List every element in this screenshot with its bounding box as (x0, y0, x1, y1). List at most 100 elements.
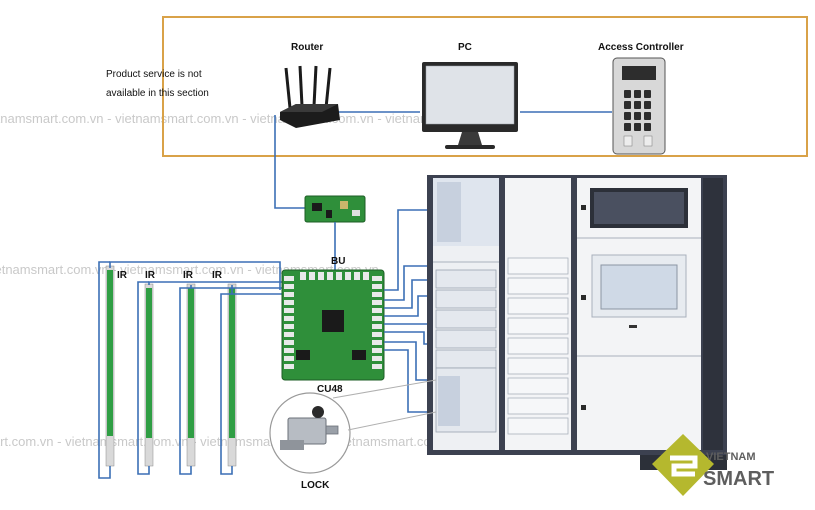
cu-connector (284, 276, 294, 281)
pc-monitor-icon (422, 62, 518, 149)
cu-connector (284, 324, 294, 329)
locker-door (507, 377, 569, 395)
locker-door (507, 297, 569, 315)
cu-connector (372, 300, 382, 305)
keypad-key (634, 123, 641, 131)
locker-door (507, 257, 569, 275)
bu-board (304, 195, 366, 223)
keypad-key (644, 101, 651, 109)
cu-connector (284, 308, 294, 313)
cu-connector (372, 316, 382, 321)
keypad-key (624, 123, 631, 131)
cu-connector (354, 272, 360, 280)
keypad-key (644, 112, 651, 120)
cu-connector (363, 272, 369, 280)
lock-leader-line (347, 411, 437, 431)
keypad-card-slot (643, 135, 653, 147)
cu48-connectors (284, 272, 382, 369)
keypad-key (634, 101, 641, 109)
cu-connector (284, 340, 294, 345)
cu-connector (284, 300, 294, 305)
cu-connector (372, 332, 382, 337)
watermark-text: vietnamsmart.com.vn - vietnamsmart.com.v… (0, 111, 509, 126)
cu-connector (284, 348, 294, 353)
locker-doors (433, 205, 701, 435)
pc-label: PC (458, 42, 472, 53)
cu-connector (345, 272, 351, 280)
locker-drawer (435, 349, 497, 369)
notice-line-1: Product service is not (106, 69, 202, 80)
locker-drawer (435, 289, 497, 309)
cu-connector (327, 272, 333, 280)
ir-wires (98, 261, 282, 479)
cu-connector (372, 284, 382, 289)
locker-display-panel (590, 188, 688, 328)
keypad-key (624, 101, 631, 109)
logo-line-1: VIETNAM (706, 451, 756, 463)
router-icon (280, 65, 340, 128)
locker-drawer (435, 269, 497, 289)
bu-label: BU (331, 256, 345, 267)
ir-label: IR (117, 270, 128, 281)
cu-connector (284, 356, 294, 361)
ir-sensor-pcb (107, 270, 113, 436)
ir-sensor-pcb (188, 288, 194, 438)
cu-connector (372, 356, 382, 361)
network-section-frame (162, 16, 808, 157)
locker-drawer-interior (438, 376, 460, 426)
lock-leader-line (332, 379, 437, 399)
ir-label: IR (212, 270, 223, 281)
locker-door (507, 337, 569, 355)
ir-labels: IR IR IR IR (117, 270, 223, 281)
keypad-key (634, 112, 641, 120)
lock-icon (269, 392, 351, 474)
cu-connector (372, 348, 382, 353)
cu-connector (284, 292, 294, 297)
keypad-key (634, 90, 641, 98)
locker-drawer (435, 309, 497, 329)
cu-connector (300, 272, 306, 280)
locker-door (507, 397, 569, 415)
logo-line-2: SMART (703, 468, 774, 490)
cu48-label: CU48 (317, 384, 343, 395)
keypad-card-slot (623, 135, 633, 147)
cu-connector (372, 324, 382, 329)
locker-keyhole (581, 205, 586, 210)
router-label: Router (291, 42, 323, 53)
cu-connector (372, 340, 382, 345)
access-controller-label: Access Controller (598, 42, 684, 53)
cu-connector (284, 332, 294, 337)
cu-connector (372, 292, 382, 297)
locker-keyhole (581, 405, 586, 410)
cu-connector (372, 308, 382, 313)
cu-connector (309, 272, 315, 280)
cu-connector (284, 316, 294, 321)
locker-drawer (435, 329, 497, 349)
keypad-key (624, 90, 631, 98)
notice-line-2: available in this section (106, 88, 209, 99)
ir-sensor-group (105, 265, 237, 467)
locker-keyhole (581, 295, 586, 300)
cu-connector (372, 276, 382, 281)
ir-label: IR (183, 270, 194, 281)
keypad-icon (623, 90, 653, 147)
cu-connector (372, 364, 382, 369)
cu-connector (318, 272, 324, 280)
cu-connector (284, 364, 294, 369)
lock-label: LOCK (301, 480, 330, 491)
cu-connector (284, 284, 294, 289)
ir-label: IR (145, 270, 156, 281)
ir-sensor-pcb (229, 288, 235, 438)
locker-door (507, 317, 569, 335)
keypad-key (624, 112, 631, 120)
network-wires (274, 111, 612, 209)
cu48-board (281, 269, 385, 381)
keypad-key (644, 123, 651, 131)
locker-door (507, 277, 569, 295)
locker-door (507, 357, 569, 375)
keypad-key (644, 90, 651, 98)
locker-door (507, 417, 569, 435)
ir-sensor-pcb (146, 288, 152, 438)
vietnam-smart-logo: VIETNAM SMART (652, 434, 774, 496)
